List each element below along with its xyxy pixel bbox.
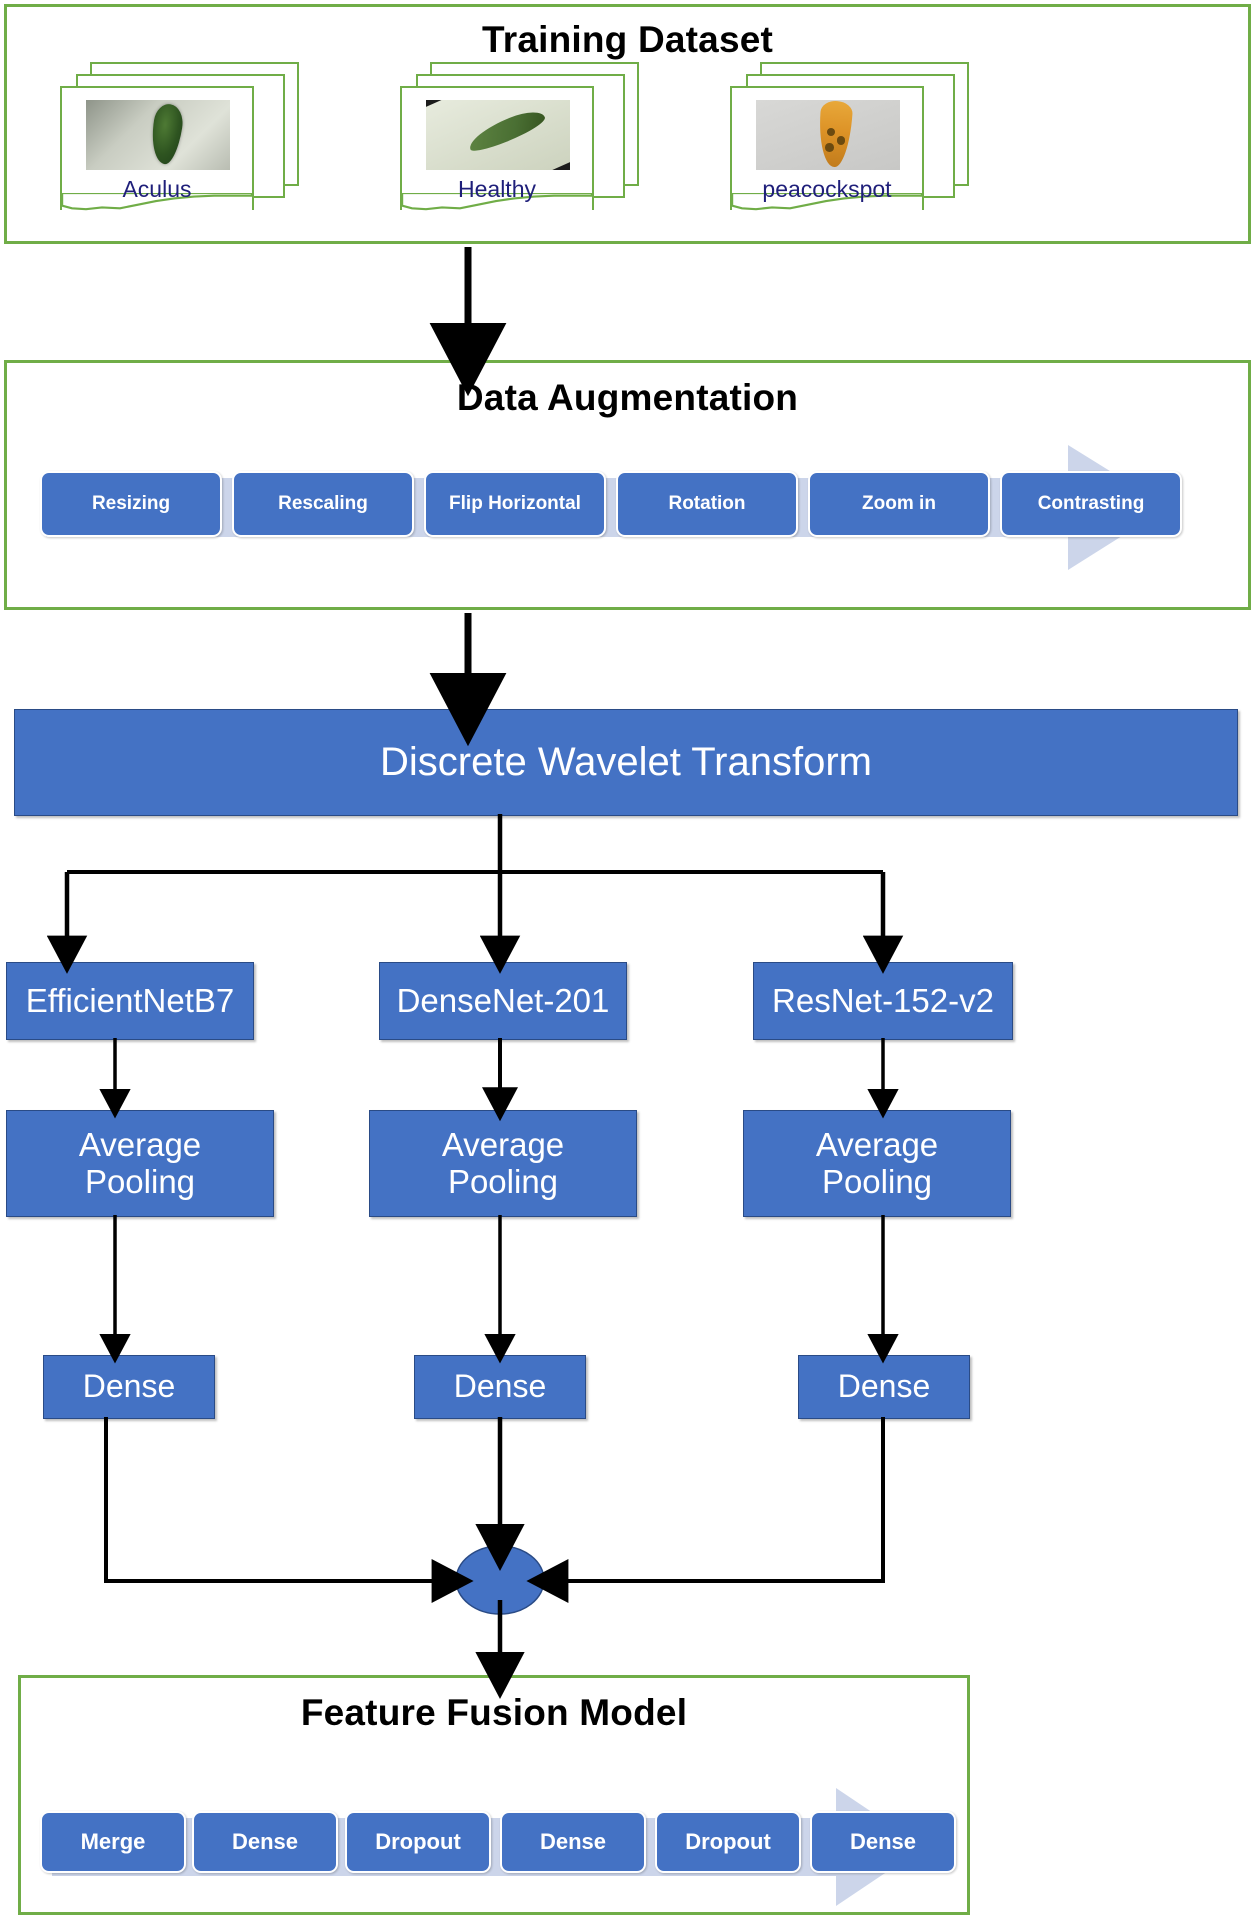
augmentation-chip-zoom-in[interactable]: Zoom in (808, 471, 990, 537)
card-front: Aculus (60, 86, 254, 211)
card-label-peacockspot: peacockspot (762, 176, 892, 202)
wire-dense-right-to-merge (526, 1417, 885, 1603)
dataset-card-peacockspot[interactable]: peacockspot (730, 62, 980, 222)
backbone-label-densenet-201: DenseNet-201 (396, 981, 610, 1019)
dense-label-efficientnetb7: Dense (82, 1368, 176, 1405)
dense-box-densenet-201[interactable]: Dense (414, 1355, 586, 1419)
backbone-box-efficientnetb7[interactable]: EfficientNetB7 (6, 962, 254, 1040)
pooling-label-efficientnetb7: Average Pooling (78, 1125, 202, 1200)
dense-box-efficientnetb7[interactable]: Dense (43, 1355, 215, 1419)
fusion-chip-dense-2[interactable]: Dense (500, 1811, 646, 1873)
card-label-aculus: Aculus (122, 176, 192, 202)
pooling-label-resnet-152-v2: Average Pooling (815, 1125, 939, 1200)
backbone-box-resnet-152-v2[interactable]: ResNet-152-v2 (753, 962, 1013, 1040)
augmentation-chip-rotation[interactable]: Rotation (616, 471, 798, 537)
data-augmentation-title: Data Augmentation (456, 377, 799, 418)
card-torn-edge-icon (62, 193, 252, 211)
fusion-chip-dropout-2[interactable]: Dropout (655, 1811, 801, 1873)
card-thumbnail-aculus (86, 100, 230, 170)
backbone-box-densenet-201[interactable]: DenseNet-201 (379, 962, 627, 1040)
merge-junction-node[interactable] (455, 1545, 545, 1615)
fusion-chip-dense-3[interactable]: Dense (810, 1811, 956, 1873)
card-thumbnail-peacockspot (756, 100, 900, 170)
fusion-chip-dropout-1[interactable]: Dropout (345, 1811, 491, 1873)
pooling-box-efficientnetb7[interactable]: Average Pooling (6, 1110, 274, 1217)
pooling-box-resnet-152-v2[interactable]: Average Pooling (743, 1110, 1011, 1217)
augmentation-chip-rescaling[interactable]: Rescaling (232, 471, 414, 537)
card-thumbnail-healthy (426, 100, 570, 170)
fusion-chip-merge[interactable]: Merge (40, 1811, 186, 1873)
wire-dense-left-to-merge (104, 1417, 474, 1603)
dataset-card-healthy[interactable]: Healthy (400, 62, 650, 222)
pooling-label-densenet-201: Average Pooling (441, 1125, 565, 1200)
augmentation-chip-flip-horizontal[interactable]: Flip Horizontal (424, 471, 606, 537)
dataset-card-aculus[interactable]: Aculus (60, 62, 310, 222)
training-dataset-title: Training Dataset (481, 19, 774, 60)
augmentation-chip-contrasting[interactable]: Contrasting (1000, 471, 1182, 537)
discrete-wavelet-transform-box[interactable]: Discrete Wavelet Transform (14, 709, 1238, 816)
augmentation-flow-arrow-icon (46, 445, 1206, 570)
augmentation-chip-resizing[interactable]: Resizing (40, 471, 222, 537)
backbone-label-resnet-152-v2: ResNet-152-v2 (772, 981, 994, 1019)
dense-box-resnet-152-v2[interactable]: Dense (798, 1355, 970, 1419)
dense-label-densenet-201: Dense (453, 1368, 547, 1405)
pooling-box-densenet-201[interactable]: Average Pooling (369, 1110, 637, 1217)
card-torn-edge-icon (402, 193, 592, 211)
discrete-wavelet-transform-label: Discrete Wavelet Transform (380, 740, 872, 785)
card-front: peacockspot (730, 86, 924, 211)
card-torn-edge-icon (732, 193, 922, 211)
backbone-label-efficientnetb7: EfficientNetB7 (25, 981, 235, 1019)
feature-fusion-title: Feature Fusion Model (300, 1692, 688, 1733)
card-front: Healthy (400, 86, 594, 211)
dense-label-resnet-152-v2: Dense (837, 1368, 931, 1405)
card-label-healthy: Healthy (458, 176, 536, 202)
fusion-chip-dense-1[interactable]: Dense (192, 1811, 338, 1873)
